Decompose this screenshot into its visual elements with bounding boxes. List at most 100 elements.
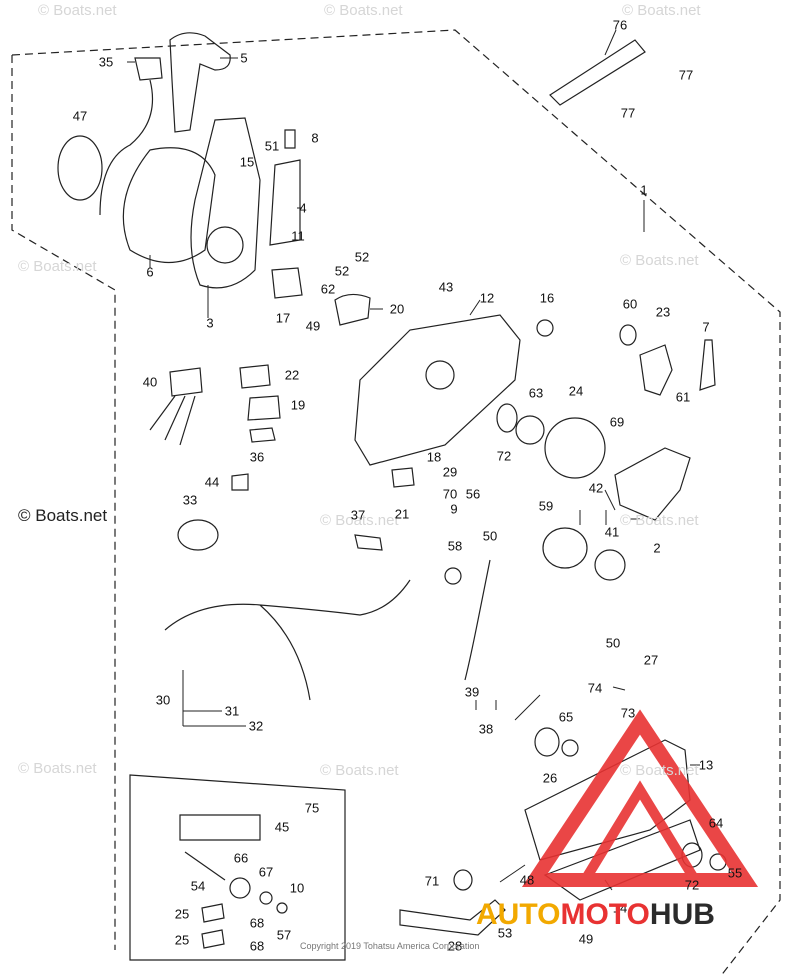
callout-63: 63 <box>528 385 544 401</box>
callout-3: 3 <box>206 315 214 331</box>
watermark: © Boats.net <box>324 2 403 19</box>
part-67 <box>229 877 251 899</box>
part-44 <box>231 473 249 491</box>
part-72 <box>496 403 518 433</box>
part-5-handle <box>169 32 231 133</box>
callout-51: 51 <box>264 138 280 154</box>
callout-64: 64 <box>708 815 724 831</box>
cable-39 <box>464 559 491 681</box>
part-40-connector <box>169 367 203 397</box>
brand-logo-text: AUTOMOTOHUB <box>476 898 715 932</box>
watermark: © Boats.net <box>620 512 699 529</box>
callout-49: 49 <box>305 318 321 334</box>
part-42 <box>542 527 588 569</box>
harness <box>164 579 411 701</box>
part-8-spring <box>284 129 296 149</box>
callout-40: 40 <box>142 374 158 390</box>
callout-42: 42 <box>588 480 604 496</box>
part-65 <box>259 891 273 905</box>
part-21 <box>391 467 415 488</box>
part-3-hub <box>206 226 244 264</box>
callout-72: 72 <box>496 448 512 464</box>
part-76-hose <box>549 39 646 106</box>
callout-50: 50 <box>482 528 498 544</box>
watermark: © Boats.net <box>18 258 97 275</box>
callout-70: 70 <box>442 486 458 502</box>
part-33-keyswitch <box>177 519 219 551</box>
callout-7: 7 <box>702 319 710 335</box>
callout-68: 68 <box>249 915 265 931</box>
part-58 <box>444 567 462 585</box>
callout-72: 72 <box>684 877 700 893</box>
part-2-bracket <box>614 447 691 521</box>
part-57 <box>276 902 288 914</box>
watermark: © Boats.net <box>38 2 117 19</box>
callout-10: 10 <box>289 880 305 896</box>
part-35-switch <box>134 57 163 81</box>
part-26 <box>534 727 560 757</box>
callout-11: 11 <box>291 228 305 244</box>
callout-15: 15 <box>239 154 255 170</box>
part-36 <box>249 427 276 443</box>
callout-21: 21 <box>394 506 410 522</box>
callout-74: 74 <box>587 680 603 696</box>
part-40-wires <box>149 395 196 446</box>
callout-39: 39 <box>464 684 480 700</box>
part-7 <box>699 339 716 391</box>
callout-66: 66 <box>233 850 249 866</box>
callout-73: 73 <box>620 705 636 721</box>
callout-14: 14 <box>612 900 628 916</box>
logo-mark <box>521 709 759 887</box>
callout-4: 4 <box>299 200 307 216</box>
watermark: © Boats.net <box>320 512 399 529</box>
callout-5: 5 <box>240 50 248 66</box>
callout-57: 57 <box>276 927 292 943</box>
callout-22: 22 <box>284 367 300 383</box>
callout-29: 29 <box>442 464 458 480</box>
part-3-housing <box>190 117 261 289</box>
callout-47: 47 <box>72 108 88 124</box>
brand-part-2: MOTO <box>560 898 650 931</box>
part-28-lever <box>399 899 506 936</box>
callout-68: 68 <box>249 938 265 954</box>
callout-62: 62 <box>320 281 336 297</box>
callout-36: 36 <box>249 449 265 465</box>
kit-box <box>129 774 346 961</box>
brand-part-1: AUTO <box>476 898 561 931</box>
part-22 <box>239 364 271 389</box>
callout-25: 25 <box>174 906 190 922</box>
callout-31: 31 <box>224 703 240 719</box>
callout-49: 49 <box>578 931 594 947</box>
callout-17: 17 <box>275 310 291 326</box>
callout-43: 43 <box>438 279 454 295</box>
part-17 <box>271 267 303 299</box>
callout-58: 58 <box>447 538 463 554</box>
callout-16: 16 <box>539 290 555 306</box>
callout-18: 18 <box>426 449 442 465</box>
callout-53: 53 <box>497 925 513 941</box>
callout-52: 52 <box>334 263 350 279</box>
copyright-text: Copyright 2019 Tohatsu America Corporati… <box>300 941 480 951</box>
part-4-lever <box>269 159 301 246</box>
part-25a <box>201 903 225 923</box>
part-37 <box>354 534 383 551</box>
callout-12: 12 <box>479 290 495 306</box>
callout-56: 56 <box>465 486 481 502</box>
watermark: © Boats.net <box>320 762 399 779</box>
part-60 <box>619 324 637 346</box>
callout-52: 52 <box>354 249 370 265</box>
part-41 <box>594 549 626 581</box>
part-6-cover <box>122 147 216 264</box>
part-12-box <box>354 314 521 466</box>
callout-55: 55 <box>727 865 743 881</box>
callout-48: 48 <box>519 872 535 888</box>
part-14 <box>543 819 701 901</box>
callout-76: 76 <box>612 17 628 33</box>
part-54-bolt <box>184 851 226 881</box>
watermark-dark: © Boats.net <box>18 506 108 525</box>
part-63 <box>515 415 545 445</box>
callout-77: 77 <box>620 105 636 121</box>
callout-23: 23 <box>655 304 671 320</box>
callout-67: 67 <box>258 864 274 880</box>
